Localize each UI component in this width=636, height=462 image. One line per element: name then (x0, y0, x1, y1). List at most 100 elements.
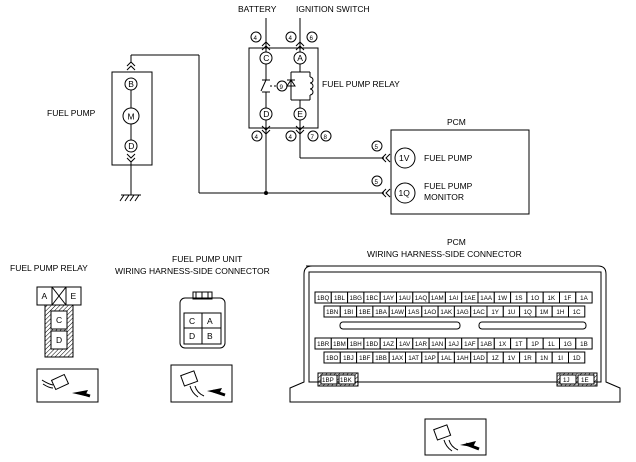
connector-view-icon (424, 418, 487, 456)
relay-connector: A E C D (36, 286, 82, 358)
fuel-pump-unit-connector: C A D B (179, 291, 226, 349)
pcm-fuel-pump-label: FUEL PUMP (424, 153, 473, 163)
pcm-pin-1bq: 1BQ (317, 295, 330, 302)
pcm-pin-1ac: 1AC (473, 309, 486, 316)
connector-chevron-icon (261, 125, 305, 135)
svg-text:5: 5 (375, 179, 379, 186)
svg-text:D: D (56, 335, 62, 345)
pcm-pin-1a: 1A (580, 295, 588, 302)
pcm-pin-1k: 1K (548, 295, 556, 302)
pcm-pin-1as: 1AS (408, 309, 420, 316)
relay-terminal-e: E (293, 107, 307, 121)
pcm-pin-1bc: 1BC (366, 295, 379, 302)
svg-text:B: B (207, 331, 213, 341)
pcm-pin-1bn: 1BN (326, 309, 338, 316)
pcm-pin-1bb: 1BB (375, 355, 387, 362)
unit-connector-title-2: WIRING HARNESS-SIDE CONNECTOR (115, 266, 270, 276)
svg-text:E: E (297, 109, 303, 119)
svg-text:D: D (189, 331, 195, 341)
pcm-pin-1ao: 1AO (424, 309, 437, 316)
relay-terminal-d: D (259, 107, 273, 121)
pcm-pin-1ad: 1AD (473, 355, 486, 362)
fuel-pump-relay-label: FUEL PUMP RELAY (322, 79, 400, 89)
svg-text:M: M (128, 112, 135, 122)
pcm-pin-1ah: 1AH (457, 355, 469, 362)
pcm-pin-1ar: 1AR (415, 341, 428, 348)
pcm-pin-1y: 1Y (491, 309, 499, 316)
svg-text:C: C (189, 316, 195, 326)
pcm-pin-cell (575, 337, 593, 350)
pcm-pin-1at: 1AT (408, 355, 419, 362)
relay-terminal-a: A (293, 51, 307, 65)
note-4-battery: 4 (250, 31, 262, 43)
pcm-pin-1aw: 1AW (391, 309, 404, 316)
note-7: 7 (307, 130, 319, 142)
fuel-pump-terminal-d: D (124, 139, 138, 153)
svg-text:7: 7 (311, 134, 315, 141)
note-4-ign: 4 (285, 31, 297, 43)
svg-text:A: A (207, 316, 213, 326)
connector-chevron-icon (381, 188, 391, 198)
pcm-box (390, 129, 530, 215)
pcm-pin-1an: 1AN (431, 341, 443, 348)
pcm-terminal-1v: 1V (394, 147, 416, 169)
connector-chevron-icon (381, 153, 391, 163)
svg-text:9: 9 (280, 84, 284, 91)
pcm-pin-1ap: 1AP (424, 355, 436, 362)
pcm-pin-1h: 1H (556, 309, 564, 316)
unit-connector-title-1: FUEL PUMP UNIT (172, 254, 242, 264)
svg-text:A: A (42, 291, 48, 301)
pcm-pin-1bk: 1BK (340, 377, 353, 384)
pcm-pin-1bp: 1BP (322, 377, 334, 384)
pcm-pin-1d: 1D (573, 355, 581, 362)
pcm-pin-1g: 1G (564, 341, 572, 348)
pcm-pin-1bm: 1BM (333, 341, 346, 348)
svg-text:D: D (128, 141, 134, 151)
pcm-pin-1r: 1R (524, 355, 532, 362)
pcm-pin-1u: 1U (507, 309, 515, 316)
pcm-pin-1au: 1AU (399, 295, 411, 302)
note-8: 8 (320, 130, 332, 142)
splice-dot (264, 191, 268, 195)
note-6-ign: 6 (306, 31, 318, 43)
pcm-pin-1b: 1B (580, 341, 588, 348)
pcm-pin-1bf: 1BF (359, 355, 371, 362)
pcm-pin-1c: 1C (573, 309, 581, 316)
pcm-pin-1n: 1N (540, 355, 548, 362)
relay-switch-icon (260, 79, 270, 93)
pcm-pin-1ak: 1AK (440, 309, 453, 316)
pcm-terminal-1q: 1Q (394, 182, 416, 204)
pcm-pin-1e: 1E (581, 377, 589, 384)
pcm-pin-1aq: 1AQ (415, 295, 428, 302)
pcm-pin-1l: 1L (548, 341, 555, 348)
pcm-pin-1m: 1M (540, 309, 549, 316)
pcm-pin-cell (575, 291, 593, 304)
pcm-pin-1j: 1J (563, 377, 570, 384)
note-5-1q: 5 (371, 175, 383, 187)
pcm-pin-1bi: 1BI (344, 309, 354, 316)
pcm-fuel-pump-monitor-label-2: MONITOR (424, 192, 464, 202)
note-4-relay-e: 4 (285, 130, 297, 142)
svg-text:C: C (263, 53, 269, 63)
ground-icon (119, 194, 141, 202)
svg-text:A: A (297, 53, 303, 63)
fuel-pump-relay-box (248, 47, 319, 129)
pcm-pin-1ab: 1AB (480, 341, 492, 348)
pcm-pin-1ba: 1BA (375, 309, 388, 316)
fuel-pump-box (111, 71, 153, 166)
pcm-pin-1am: 1AM (431, 295, 444, 302)
pcm-pin-1bd: 1BD (366, 341, 379, 348)
svg-text:4: 4 (289, 134, 293, 141)
relay-coil-icon (309, 76, 314, 96)
note-5-1v: 5 (371, 140, 383, 152)
connector-view-icon (170, 364, 233, 403)
pcm-fuel-pump-monitor-label-1: FUEL PUMP (424, 181, 473, 191)
svg-text:D: D (263, 109, 269, 119)
pcm-pin-1v: 1V (508, 355, 516, 362)
svg-text:4: 4 (289, 35, 293, 42)
pcm-pin-1av: 1AV (399, 341, 411, 348)
pcm-pin-1bl: 1BL (334, 295, 346, 302)
